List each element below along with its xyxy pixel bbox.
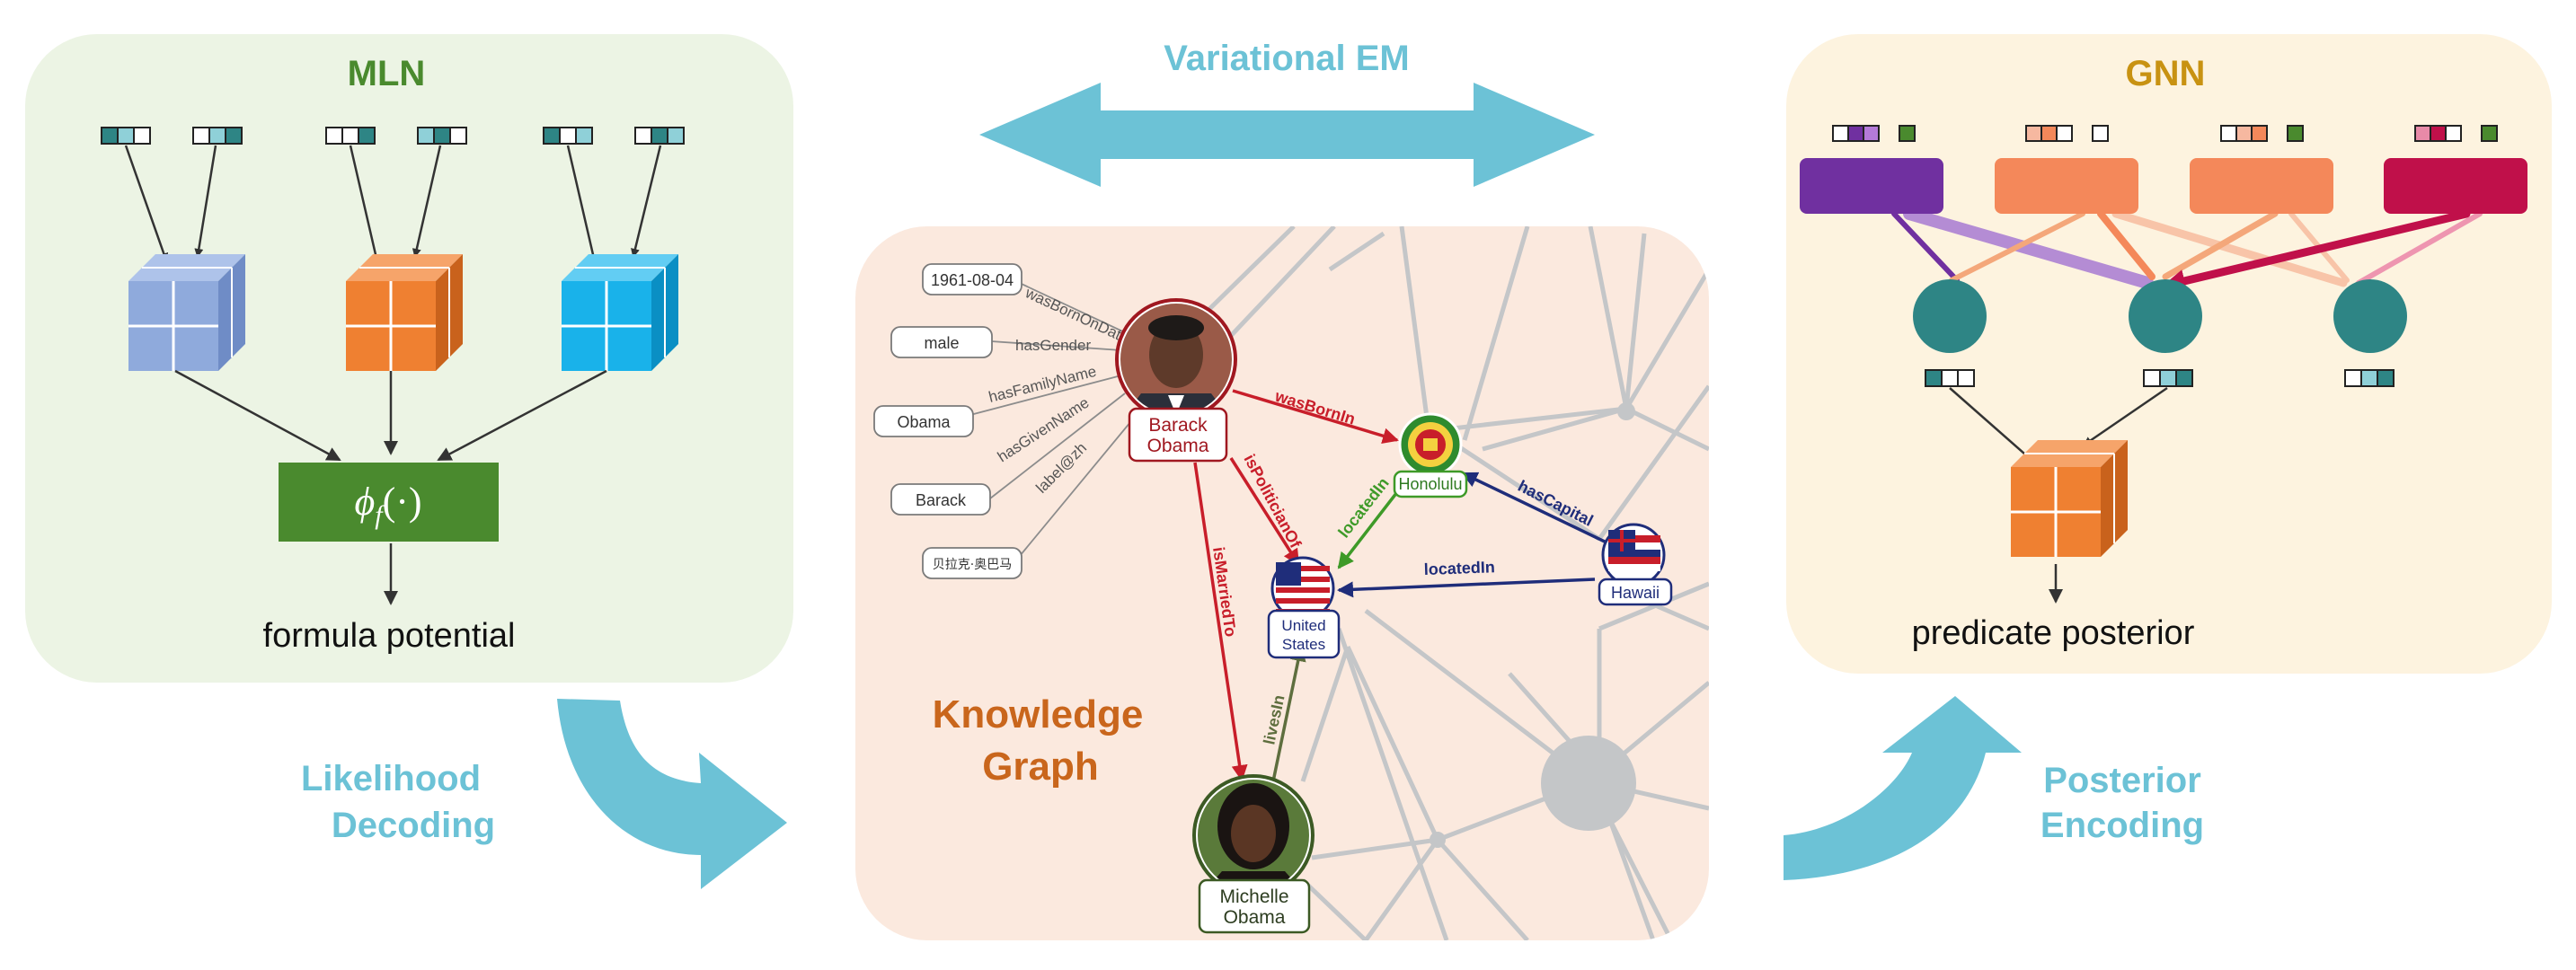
gnn-node-3 — [2333, 279, 2407, 353]
phi-symbol: ϕ — [354, 480, 375, 524]
gnn-edges — [1891, 207, 2483, 293]
gnn-vector-5 — [1925, 369, 1975, 387]
gnn-title: GNN — [2126, 54, 2206, 93]
kg-hub-large — [1541, 736, 1636, 831]
gnn-box-purple — [1800, 158, 1943, 214]
kg-literal-male-text: male — [924, 334, 959, 352]
kg-title-line2: Graph — [982, 745, 1099, 789]
gnn-box-salmon-1 — [1995, 158, 2138, 214]
mln-vector-3 — [325, 127, 376, 145]
predicate-posterior-caption: predicate posterior — [1912, 614, 2195, 652]
kg-hub-small-2 — [1430, 832, 1446, 848]
mln-vector-4 — [417, 127, 467, 145]
likelihood-label-line2: Decoding — [332, 806, 495, 845]
kg-title-line1: Knowledge — [933, 692, 1144, 736]
michelle-label-line2: Obama — [1224, 907, 1286, 928]
gnn-node-1 — [1913, 279, 1987, 353]
gnn-vector-2 — [2025, 125, 2109, 142]
kg-literal-barack: Barack — [890, 483, 991, 516]
kg-hub-small-1 — [1617, 402, 1635, 420]
honolulu-label: Honolulu — [1398, 475, 1462, 493]
label-locatedIn-hawaii: locatedIn — [1423, 558, 1495, 578]
kg-node-barack-obama: Barack Obama — [1115, 298, 1237, 463]
formula-potential-box — [279, 463, 499, 542]
formula-potential-symbol: ϕf(·) — [354, 480, 421, 530]
edge-hasCapital — [1461, 472, 1609, 545]
mln-vector-arrows — [124, 145, 662, 264]
posterior-label-line2: Encoding — [2040, 806, 2204, 845]
edge-locatedIn-honolulu — [1337, 479, 1408, 569]
kg-literal-date: 1961-08-04 — [922, 263, 1022, 295]
gnn-vector-7 — [2344, 369, 2395, 387]
kg-node-michelle-obama: Michelle Obama — [1192, 774, 1315, 934]
kg-literal-chinese-text: 贝拉克·奥巴马 — [933, 557, 1012, 572]
kg-literal-date-text: 1961-08-04 — [931, 271, 1014, 289]
us-label-line1: United — [1281, 617, 1325, 634]
kg-literal-male: male — [890, 326, 993, 358]
michelle-label-line1: Michelle — [1219, 886, 1288, 907]
phi-args: (·) — [383, 480, 422, 524]
gnn-panel — [1786, 34, 2552, 674]
mln-vector-5 — [543, 127, 593, 145]
mln-vector-2 — [192, 127, 243, 145]
kg-node-united-states: United States — [1267, 556, 1341, 659]
mln-cube-blue — [127, 252, 247, 373]
edge-isPoliticianOf — [1229, 457, 1300, 566]
kg-literal-obama-text: Obama — [897, 413, 951, 431]
likelihood-label-line1: Likelihood — [301, 759, 481, 798]
edge-isMarriedTo — [1193, 462, 1248, 781]
variational-em-label: Variational EM — [1164, 39, 1409, 78]
kg-literal-edges — [949, 278, 1140, 562]
gnn-cube-orange — [2009, 438, 2129, 559]
kg-literal-chinese: 贝拉克·奥巴马 — [922, 547, 1022, 579]
edge-livesIn — [1271, 645, 1306, 782]
posterior-label-line1: Posterior — [2043, 761, 2201, 800]
posterior-encoding-arrow — [1784, 696, 2022, 880]
hawaii-label: Hawaii — [1611, 584, 1660, 602]
mln-cube-orange — [344, 252, 465, 373]
mln-cube-arrows — [174, 369, 607, 605]
mln-title: MLN — [348, 54, 426, 93]
gnn-vector-6 — [2143, 369, 2193, 387]
kg-node-hawaii: Hawaii — [1598, 523, 1673, 606]
edge-locatedIn-hawaii — [1337, 578, 1596, 598]
edge-wasBornIn — [1232, 389, 1399, 445]
gnn-box-crimson — [2384, 158, 2527, 214]
gnn-vector-4 — [2414, 125, 2498, 142]
likelihood-decoding-arrow — [557, 699, 787, 889]
formula-potential-caption: formula potential — [263, 617, 516, 655]
variational-em-arrow — [979, 83, 1595, 187]
gnn-vector-1 — [1832, 125, 1916, 142]
kg-node-honolulu: Honolulu — [1393, 412, 1468, 498]
kg-relation-edges — [1193, 389, 1609, 782]
kg-background-network — [1202, 226, 1709, 940]
kg-literal-barack-text: Barack — [916, 491, 967, 509]
mln-vector-6 — [634, 127, 685, 145]
edge-label-hasGender: hasGender — [1015, 337, 1091, 354]
mln-cube-cyan — [560, 252, 680, 373]
us-label-line2: States — [1282, 636, 1325, 653]
barack-label-line2: Obama — [1147, 436, 1209, 456]
gnn-node-2 — [2129, 279, 2202, 353]
kg-literal-obama: Obama — [873, 405, 974, 437]
barack-label-line1: Barack — [1148, 415, 1208, 436]
mln-vector-1 — [101, 127, 151, 145]
gnn-box-salmon-2 — [2190, 158, 2333, 214]
gnn-vector-3 — [2220, 125, 2304, 142]
